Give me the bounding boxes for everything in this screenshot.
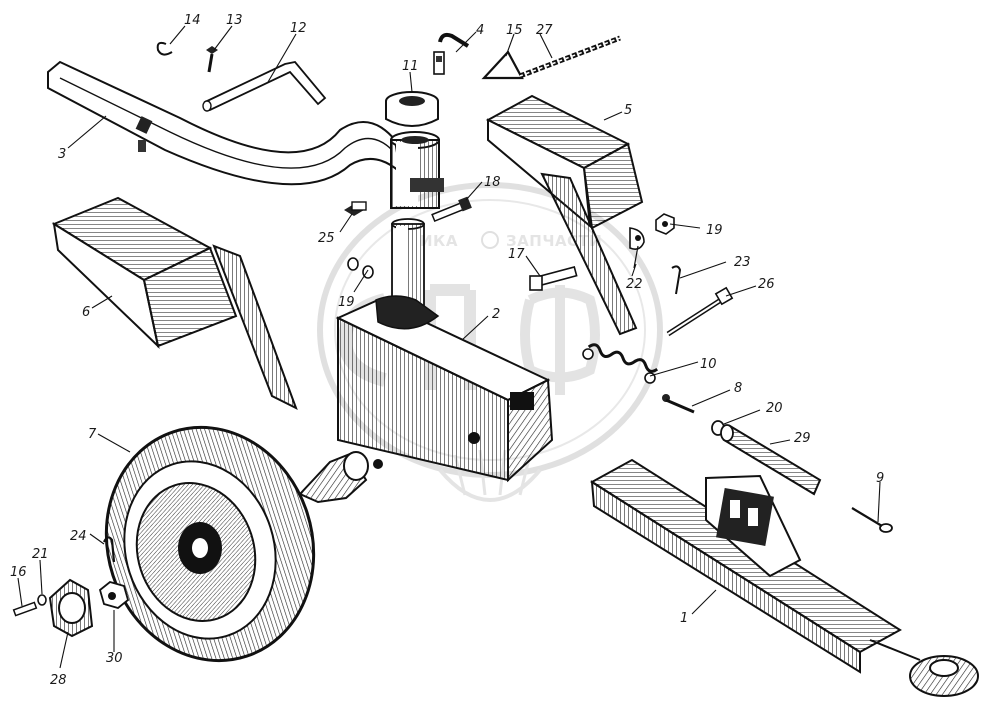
callout-6: 6 <box>82 305 90 320</box>
callout-17: 17 <box>508 247 525 262</box>
leader-lines <box>17 25 881 669</box>
callout-29: 29 <box>794 431 811 446</box>
part-5-mudguard <box>485 94 644 336</box>
part-8-pin <box>662 394 695 414</box>
part-28-hub-cap <box>48 578 94 638</box>
callout-10: 10 <box>700 357 717 372</box>
part-15-triangle-link <box>481 50 524 80</box>
part-12-crank-handle <box>202 61 327 112</box>
part-24-pin <box>103 536 116 563</box>
callout-27: 27 <box>536 23 553 38</box>
part-29-pin <box>720 424 822 496</box>
upper-sleeve <box>390 131 444 209</box>
callout-11: 11 <box>402 59 419 74</box>
callout-24: 24 <box>70 529 87 544</box>
callout-2: 2 <box>492 307 500 322</box>
callout-23: 23 <box>734 255 751 270</box>
part-9-pin <box>851 507 893 533</box>
part-14-clip <box>156 41 173 56</box>
part-23-pin <box>671 265 682 295</box>
callout-labels: 1 2 3 4 5 6 7 8 9 10 11 12 13 14 15 16 1… <box>10 13 884 688</box>
callout-3: 3 <box>58 147 66 162</box>
callout-21: 21 <box>32 547 49 562</box>
part-7-wheel <box>104 425 316 663</box>
callout-1: 1 <box>680 611 688 626</box>
part-30-nut <box>98 581 130 609</box>
callout-12: 12 <box>290 21 307 36</box>
part-21-washer <box>37 594 47 606</box>
axle-stub <box>298 451 369 504</box>
callout-7: 7 <box>88 427 97 442</box>
part-19-nut <box>655 213 675 235</box>
part-13-screw <box>206 46 218 73</box>
part-4-l-pin <box>433 32 470 75</box>
part-18-bolt <box>431 196 472 223</box>
part-6-mudguard <box>51 196 298 411</box>
part-17-bolt <box>529 265 578 291</box>
callout-9: 9 <box>876 471 884 486</box>
part-2-jack-housing <box>335 295 554 483</box>
callout-8: 8 <box>734 381 742 396</box>
callout-15: 15 <box>506 23 523 38</box>
callout-25: 25 <box>318 231 335 246</box>
part-16-bolt <box>12 601 38 617</box>
callout-14: 14 <box>184 13 201 28</box>
part-25-bolt <box>344 201 367 216</box>
callout-19-left: 19 <box>338 295 355 310</box>
callout-28: 28 <box>50 673 67 688</box>
callout-16: 16 <box>10 565 27 580</box>
callout-19-right: 19 <box>706 223 723 238</box>
callout-22: 22 <box>626 277 643 292</box>
callout-18: 18 <box>484 175 501 190</box>
part-26-bolt <box>666 286 734 337</box>
callout-13: 13 <box>226 13 243 28</box>
part-1-tow-bar <box>590 458 979 697</box>
part-22-washer <box>629 227 645 269</box>
part-3-tow-tube <box>47 60 402 186</box>
callout-4: 4 <box>476 23 484 38</box>
part-19-washer-left <box>347 257 374 279</box>
watermark-left-word: ИКА <box>420 232 458 250</box>
part-27-chain <box>519 35 621 79</box>
callout-20: 20 <box>766 401 783 416</box>
callout-30: 30 <box>106 651 123 666</box>
part-11-collar <box>385 91 439 127</box>
callout-26: 26 <box>758 277 775 292</box>
callout-5: 5 <box>624 103 632 118</box>
